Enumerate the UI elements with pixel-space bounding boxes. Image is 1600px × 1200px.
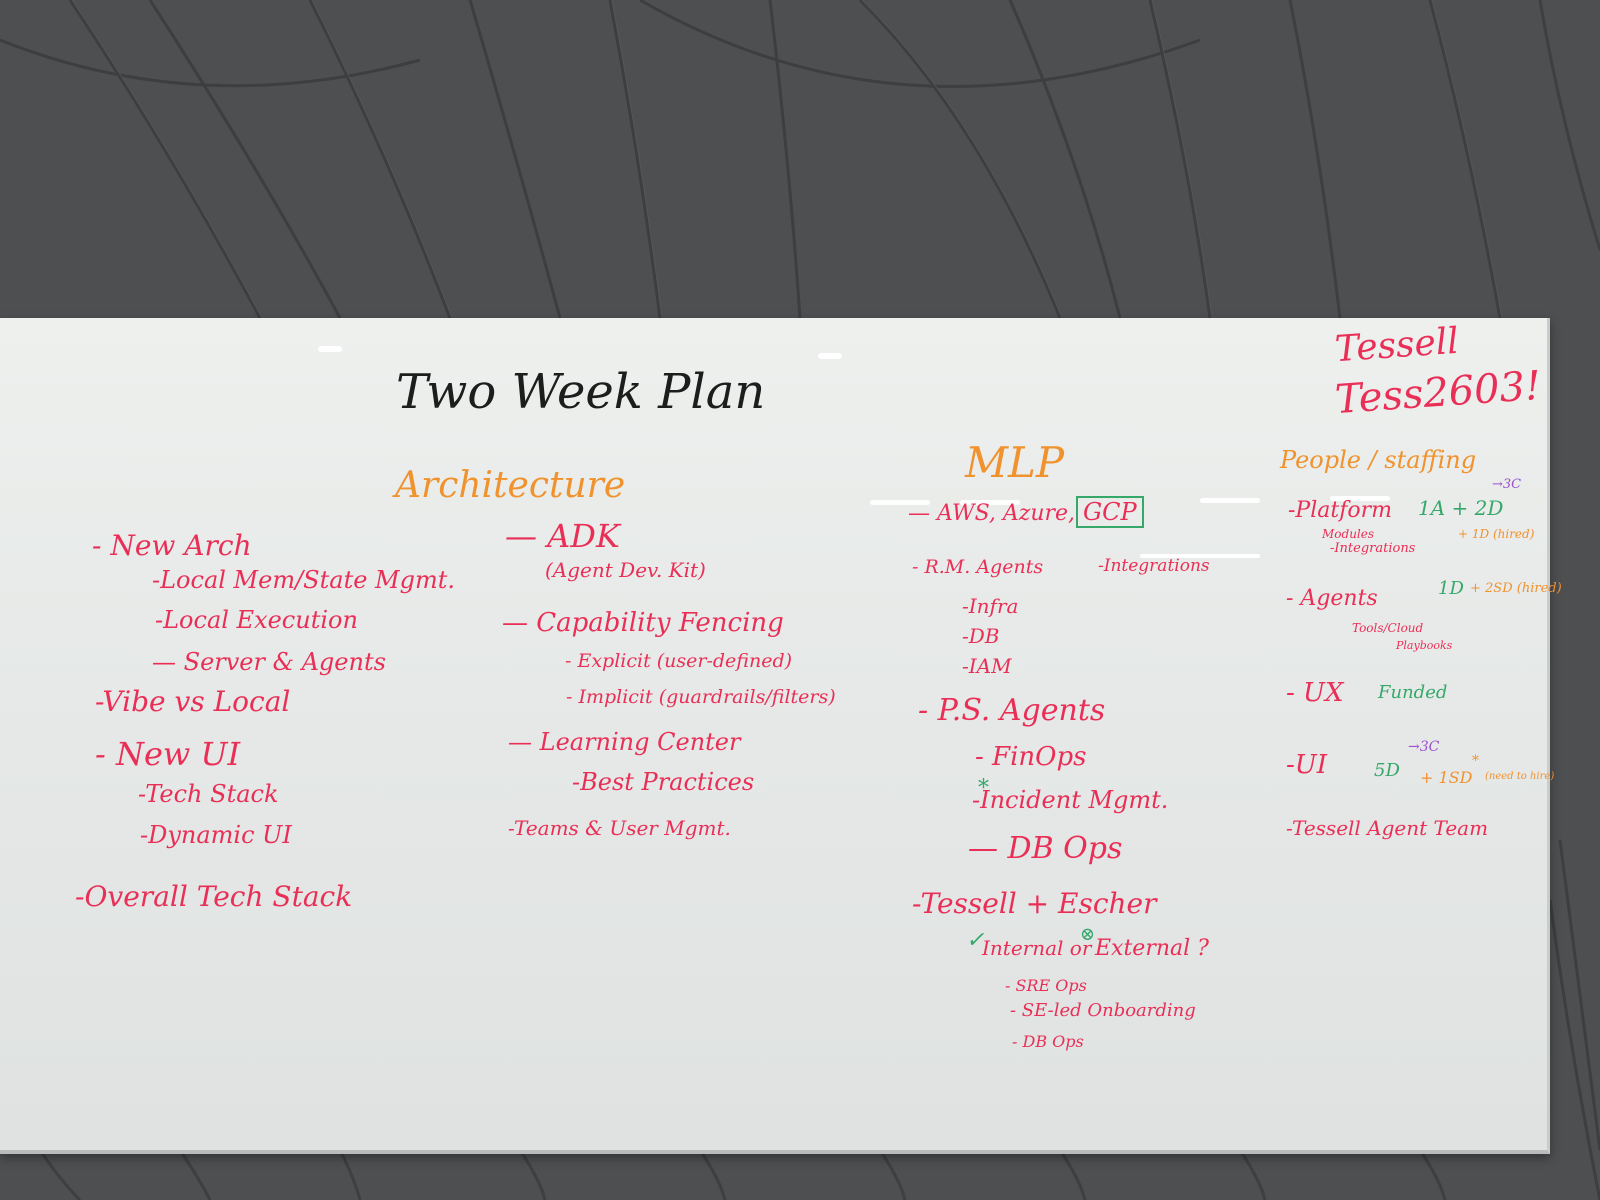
ui-staff: 5D bbox=[1374, 760, 1400, 781]
whiteboard: Two Week Plan Tessell Tess2603! Architec… bbox=[0, 318, 1562, 1154]
agents-sub: Tools/Cloud bbox=[1352, 621, 1424, 635]
list-item: -Dynamic UI bbox=[140, 821, 292, 849]
platform-staff: 1A + 2D bbox=[1418, 496, 1504, 520]
light-reflection bbox=[1140, 554, 1260, 558]
platform-sub: Modules bbox=[1322, 527, 1375, 541]
agents-staff: 1D bbox=[1438, 578, 1464, 599]
ui-label: -UI bbox=[1286, 750, 1327, 780]
ux-status: Funded bbox=[1378, 682, 1448, 703]
list-item: - SRE Ops bbox=[1005, 976, 1087, 995]
light-reflection bbox=[960, 500, 1020, 505]
tessell-agent-team: -Tessell Agent Team bbox=[1286, 816, 1489, 840]
list-item: — DB Ops bbox=[968, 831, 1123, 866]
platform-sub: -Integrations bbox=[1330, 541, 1416, 556]
light-reflection bbox=[870, 500, 930, 505]
list-item: -Incident Mgmt. bbox=[972, 786, 1169, 814]
ui-arrow: →3C bbox=[1408, 739, 1440, 755]
list-item: -Teams & User Mgmt. bbox=[508, 816, 731, 840]
agents-sub: Playbooks bbox=[1396, 639, 1453, 652]
tessell-escher: -Tessell + Escher bbox=[912, 887, 1157, 920]
list-item: - Implicit (guardrails/filters) bbox=[566, 686, 836, 708]
board-title: Two Week Plan bbox=[396, 364, 766, 420]
list-item: -Infra bbox=[962, 594, 1019, 618]
list-item: — Capability Fencing bbox=[502, 608, 784, 638]
ps-agents: - P.S. Agents bbox=[918, 693, 1106, 728]
list-item: - Explicit (user-defined) bbox=[565, 650, 793, 672]
list-item: (Agent Dev. Kit) bbox=[545, 558, 706, 582]
people-heading: People / staffing bbox=[1280, 446, 1477, 474]
check-mark: ✓ bbox=[966, 928, 985, 953]
agents-label: - Agents bbox=[1286, 586, 1378, 611]
list-item: -Vibe vs Local bbox=[95, 685, 291, 718]
list-item: -Local Execution bbox=[155, 606, 358, 634]
list-item: -Best Practices bbox=[572, 768, 755, 796]
ux-label: - UX bbox=[1286, 678, 1344, 708]
list-item: — Learning Center bbox=[508, 728, 741, 756]
list-item: -Overall Tech Stack bbox=[75, 880, 353, 913]
architecture-heading: Architecture bbox=[395, 465, 626, 506]
light-reflection bbox=[318, 346, 342, 352]
light-reflection bbox=[818, 353, 842, 359]
list-item: -DB bbox=[962, 624, 1000, 648]
light-reflection bbox=[1330, 496, 1390, 501]
list-item: - New Arch bbox=[92, 529, 252, 562]
list-item: -Tech Stack bbox=[138, 780, 279, 808]
light-reflection bbox=[1200, 498, 1260, 503]
cloud-list: — AWS, Azure, bbox=[908, 501, 1076, 526]
agents-hired: + 2SD (hired) bbox=[1470, 581, 1562, 596]
list-item: — ADK bbox=[505, 517, 620, 555]
platform-label: -Platform bbox=[1288, 498, 1392, 523]
ui-hire: + 1SD bbox=[1420, 768, 1473, 787]
ui-note: (need to hire) bbox=[1485, 771, 1555, 782]
list-item: -Local Mem/State Mgmt. bbox=[152, 566, 456, 594]
list-item: - FinOps bbox=[975, 742, 1087, 772]
mlp-heading: MLP bbox=[965, 438, 1065, 487]
rm-agents: - R.M. Agents bbox=[912, 556, 1044, 578]
integrations: -Integrations bbox=[1098, 556, 1210, 576]
list-item: — Server & Agents bbox=[152, 648, 386, 676]
external-option: External ? bbox=[1095, 936, 1209, 961]
x-mark: ⊗ bbox=[1080, 924, 1096, 945]
platform-arrow: →3C bbox=[1492, 477, 1522, 492]
gcp-boxed: GCP bbox=[1076, 496, 1144, 528]
list-item: - DB Ops bbox=[1012, 1032, 1084, 1051]
list-item: - New UI bbox=[95, 735, 241, 773]
credentials-line-1: Tessell bbox=[1333, 320, 1461, 371]
ui-star: * bbox=[1472, 753, 1479, 769]
list-item: - SE-led Onboarding bbox=[1010, 1000, 1196, 1021]
platform-hired: + 1D (hired) bbox=[1458, 527, 1535, 541]
star-mark: * bbox=[978, 776, 989, 801]
internal-option: Internal or bbox=[982, 936, 1092, 960]
credentials-line-2: Tess2603! bbox=[1333, 362, 1543, 424]
list-item: -IAM bbox=[962, 654, 1012, 678]
